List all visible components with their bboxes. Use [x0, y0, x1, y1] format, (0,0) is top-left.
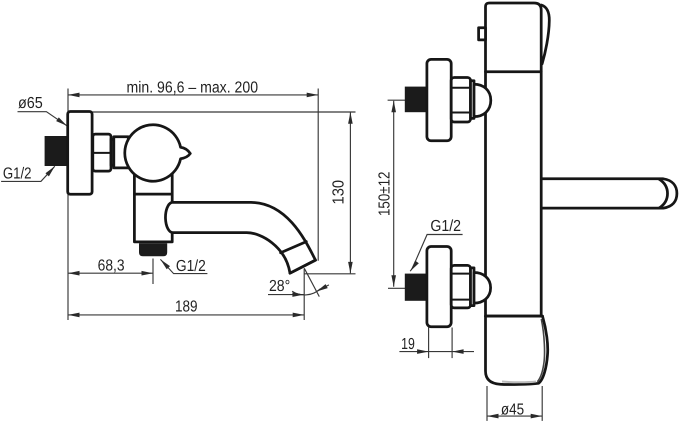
svg-text:19: 19: [401, 336, 415, 353]
svg-text:G1/2: G1/2: [3, 165, 32, 182]
svg-text:G1/2: G1/2: [176, 258, 206, 275]
svg-text:150±12: 150±12: [376, 171, 393, 216]
svg-text:G1/2: G1/2: [430, 218, 461, 235]
svg-text:130: 130: [330, 180, 347, 205]
svg-text:ø65: ø65: [18, 95, 43, 112]
svg-text:min. 96,6 – max. 200: min. 96,6 – max. 200: [127, 79, 259, 96]
svg-text:ø45: ø45: [501, 401, 524, 418]
svg-text:68,3: 68,3: [98, 258, 125, 275]
svg-text:28°: 28°: [269, 278, 290, 295]
svg-text:189: 189: [175, 299, 198, 316]
